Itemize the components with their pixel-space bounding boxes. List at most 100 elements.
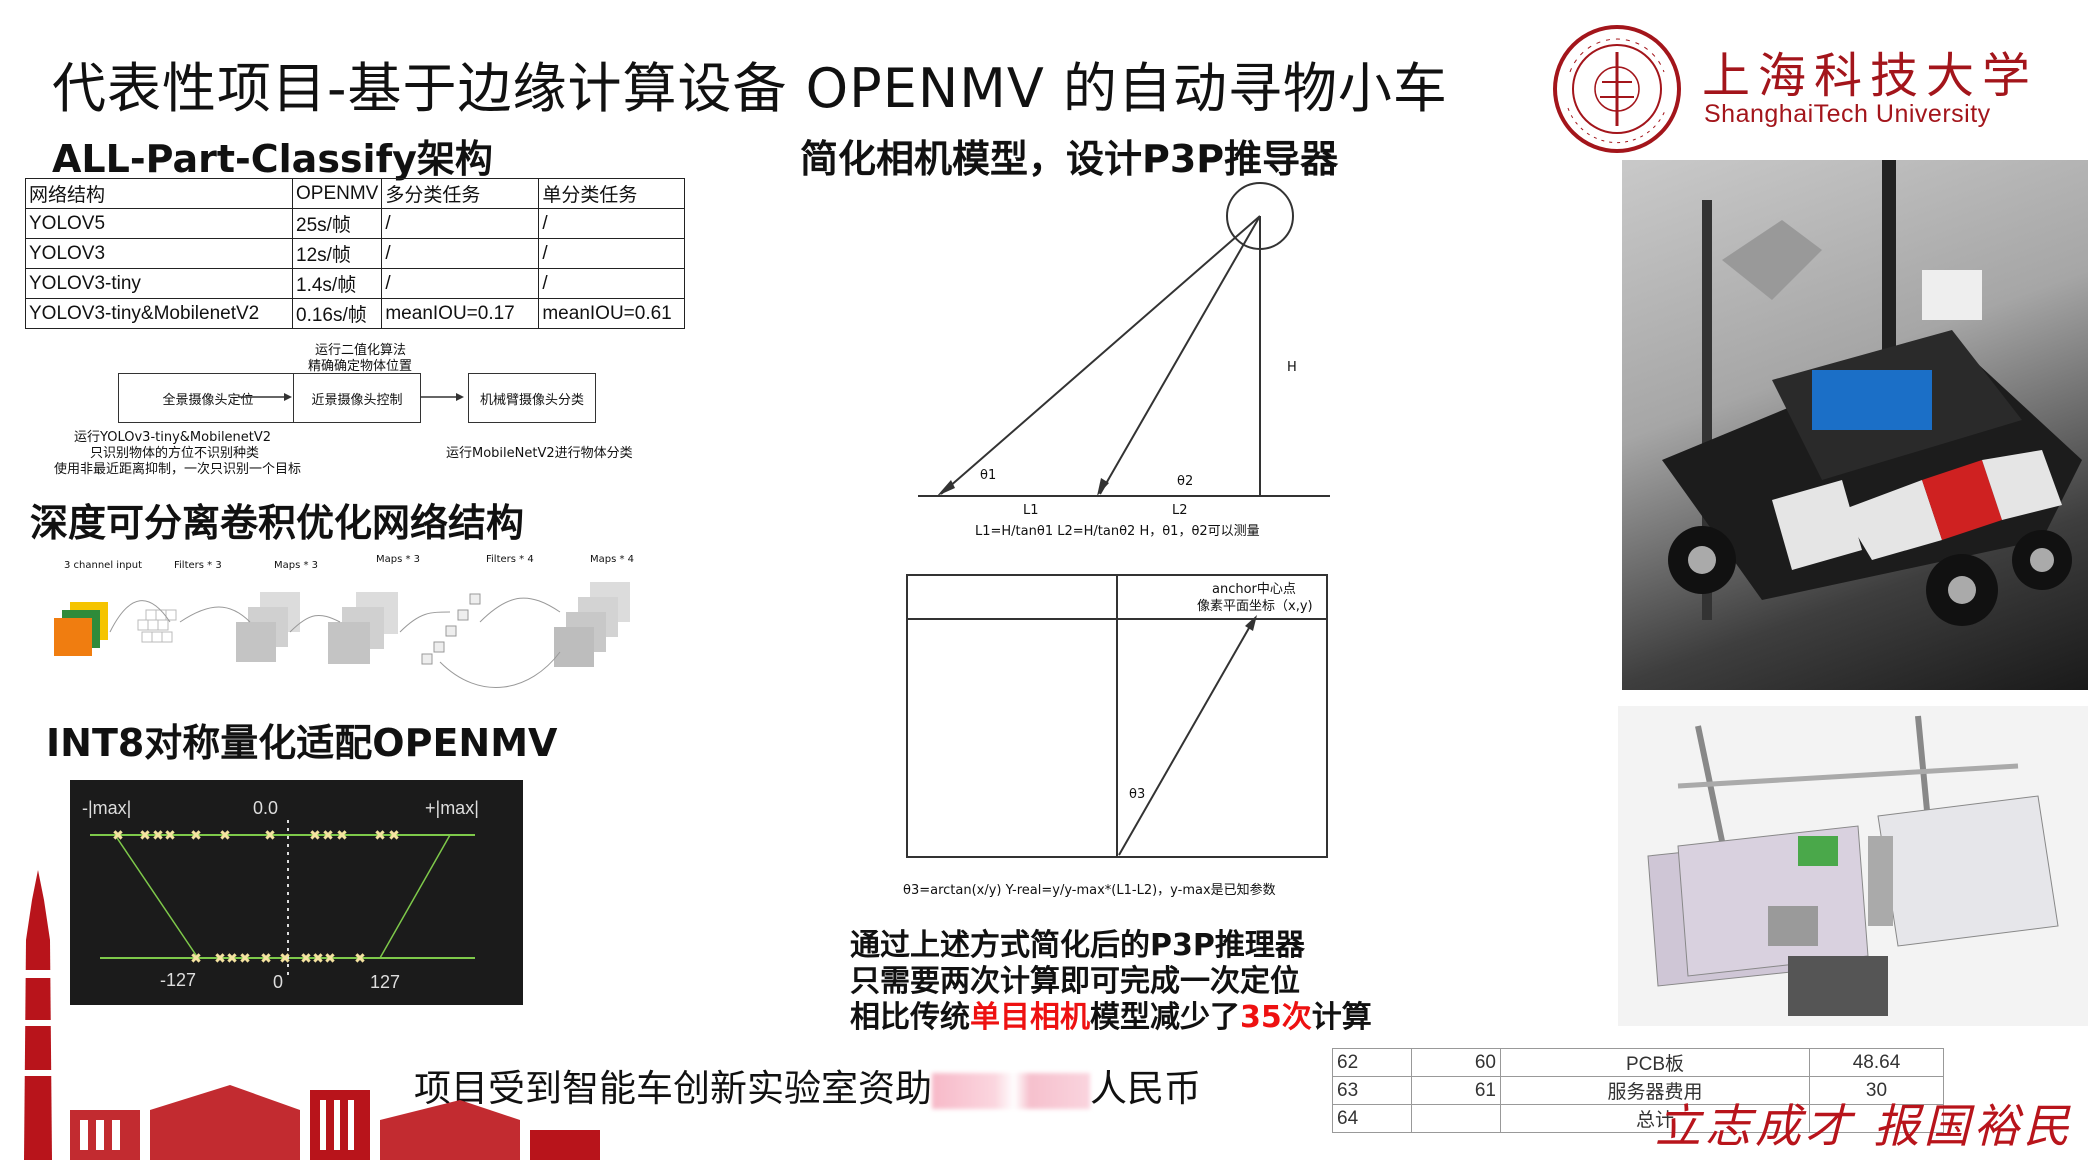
p3p-summary-line1: 通过上述方式简化后的P3P推理器 bbox=[850, 928, 1305, 963]
table-cell: YOLOV3 bbox=[25, 238, 293, 269]
university-seal-icon bbox=[1553, 25, 1681, 153]
quant-label-zero-bottom: 0 bbox=[273, 972, 284, 992]
p3p-summary: 通过上述方式简化后的P3P推理器 只需要两次计算即可完成一次定位 相比传统单目相… bbox=[850, 928, 1372, 1036]
flow-arrows bbox=[238, 393, 464, 401]
table-cell: 61 bbox=[1411, 1076, 1501, 1105]
svg-text:✖: ✖ bbox=[226, 951, 238, 967]
p3p-summary-line2: 只需要两次计算即可完成一次定位 bbox=[850, 964, 1300, 999]
robot-car-photo bbox=[1622, 160, 2088, 690]
table-cell: / bbox=[538, 238, 685, 269]
funding-amount-redacted bbox=[932, 1072, 1090, 1109]
int8-quantization-figure: -|max| 0.0 +|max| -127 0 127 ✖✖✖✖ ✖✖✖✖ ✖… bbox=[70, 780, 523, 1005]
p3p-summary-line3-a: 相比传统 bbox=[850, 1000, 970, 1035]
svg-text:✖: ✖ bbox=[388, 828, 400, 844]
svg-text:✖: ✖ bbox=[264, 828, 276, 844]
svg-text:✖: ✖ bbox=[374, 828, 386, 844]
table-row: 64 总计 bbox=[1332, 1104, 1944, 1133]
slide-title: 代表性项目-基于边缘计算设备 OPENMV 的自动寻物小车 bbox=[52, 57, 1448, 120]
budget-table: 62 60 PCB板 48.64 63 61 服务器费用 30 64 总计 bbox=[1332, 1048, 1944, 1133]
table-cell: / bbox=[538, 208, 685, 239]
pixel-anchor-label-line2: 像素平面坐标（x,y) bbox=[1197, 599, 1313, 614]
funding-statement: 项目受到智能车创新实验室资助 人民币 bbox=[414, 1058, 1201, 1112]
p3p-summary-highlight-count: 35次 bbox=[1240, 1000, 1312, 1035]
table-cell: meanIOU=0.61 bbox=[538, 298, 685, 329]
table-row: 62 60 PCB板 48.64 bbox=[1332, 1048, 1944, 1077]
funding-text-a: 项目受到智能车创新实验室资助 bbox=[414, 1067, 932, 1110]
p3p-summary-line3-b: 模型减少了 bbox=[1090, 1000, 1240, 1035]
p3p-pixel-plane-diagram: anchor中心点 像素平面坐标（x,y) θ3 θ3=arctan(x/y) … bbox=[903, 573, 1330, 903]
svg-text:✖: ✖ bbox=[139, 828, 151, 844]
svg-text:✖: ✖ bbox=[309, 828, 321, 844]
svg-text:✖: ✖ bbox=[322, 828, 334, 844]
p3p-formula-2: θ3=arctan(x/y) Y-real=y/y-max*(L1-L2)，y-… bbox=[903, 883, 1276, 898]
section-heading-int8-quant: INT8对称量化适配OPENMV bbox=[46, 721, 558, 765]
table-cell: meanIOU=0.17 bbox=[381, 298, 540, 329]
university-logo: 上海科技大学 ShanghaiTech University bbox=[1550, 18, 2080, 158]
table-cell: / bbox=[381, 238, 540, 269]
pixel-anchor-label-line1: anchor中心点 bbox=[1212, 582, 1296, 597]
table-row: YOLOV5 25s/帧 / / bbox=[25, 208, 685, 239]
table-row: YOLOV3 12s/帧 / / bbox=[25, 238, 685, 269]
svg-text:✖: ✖ bbox=[324, 951, 336, 967]
table-row: 63 61 服务器费用 30 bbox=[1332, 1076, 1944, 1105]
conv-label: 3 channel input bbox=[64, 560, 143, 571]
table-cell: / bbox=[538, 268, 685, 299]
logo-english-name: ShanghaiTech University bbox=[1704, 100, 1991, 128]
table-cell: 0.16s/帧 bbox=[291, 298, 383, 329]
section-heading-p3p: 简化相机模型，设计P3P推导器 bbox=[800, 137, 1339, 181]
table-cell: 12s/帧 bbox=[291, 238, 383, 269]
table-cell: 1.4s/帧 bbox=[291, 268, 383, 299]
table-row: YOLOV3-tiny&MobilenetV2 0.16s/帧 meanIOU=… bbox=[25, 298, 685, 329]
table-cell: 60 bbox=[1411, 1048, 1501, 1077]
robot-car-illustration bbox=[1662, 160, 2082, 626]
quant-label-neg127: -127 bbox=[160, 970, 197, 990]
flow-note-top-line1: 运行二值化算法 bbox=[315, 343, 407, 358]
university-motto: 立志成才 报国裕民 bbox=[1655, 1099, 2074, 1153]
pixel-label-theta3: θ3 bbox=[1129, 787, 1146, 802]
conv-label: Maps * 3 bbox=[274, 560, 319, 571]
performance-table: 网络结构 OPENMV 多分类任务 单分类任务 YOLOV5 25s/帧 / /… bbox=[25, 178, 685, 329]
p3p-label-L2: L2 bbox=[1172, 503, 1188, 518]
section-heading-depthwise-conv: 深度可分离卷积优化网络结构 bbox=[30, 501, 525, 545]
table-cell: 62 bbox=[1332, 1048, 1412, 1077]
svg-text:✖: ✖ bbox=[112, 828, 124, 844]
svg-text:✖: ✖ bbox=[190, 828, 202, 844]
table-cell: 30 bbox=[1809, 1076, 1944, 1105]
table-cell bbox=[1411, 1104, 1501, 1133]
table-cell: 63 bbox=[1332, 1076, 1412, 1105]
depthwise-conv-figure: 3 channel input Filters * 3 Maps * 3 Map… bbox=[50, 552, 650, 702]
quant-label-pos-max: +|max| bbox=[425, 798, 479, 818]
svg-text:✖: ✖ bbox=[312, 951, 324, 967]
svg-text:✖: ✖ bbox=[354, 951, 366, 967]
cad-model-render bbox=[1618, 706, 2088, 1026]
table-cell: PCB板 bbox=[1500, 1048, 1810, 1077]
svg-text:✖: ✖ bbox=[164, 828, 176, 844]
table-header-row: 网络结构 OPENMV 多分类任务 单分类任务 bbox=[25, 178, 685, 209]
table-row: YOLOV3-tiny 1.4s/帧 / / bbox=[25, 268, 685, 299]
quant-label-neg-max: -|max| bbox=[82, 798, 132, 818]
p3p-summary-highlight-monocular: 单目相机 bbox=[970, 1000, 1090, 1035]
p3p-triangle-diagram: H θ1 θ2 L1 L2 L1=H/tanθ1 L2=H/tanθ2 H，θ1… bbox=[915, 178, 1335, 539]
svg-text:✖: ✖ bbox=[152, 828, 164, 844]
svg-text:✖: ✖ bbox=[190, 951, 202, 967]
p3p-summary-line3-c: 计算 bbox=[1311, 1000, 1372, 1035]
p3p-formula-1: L1=H/tanθ1 L2=H/tanθ2 H，θ1，θ2可以测量 bbox=[975, 524, 1260, 539]
architecture-flow-diagram: 运行二值化算法 精确确定物体位置 全景摄像头定位 近景摄像头控制 近景摄像头控制… bbox=[54, 335, 660, 477]
table-cell: / bbox=[381, 208, 540, 239]
quant-mapping-lines: ✖✖✖✖ ✖✖✖✖ ✖✖✖✖ ✖✖✖✖ ✖✖✖✖ ✖✖ bbox=[90, 820, 475, 980]
table-header-cell: OPENMV bbox=[291, 178, 383, 209]
p3p-summary-line3: 相比传统单目相机模型减少了35次计算 bbox=[850, 1000, 1372, 1036]
table-header-cell: 多分类任务 bbox=[381, 178, 540, 209]
svg-text:✖: ✖ bbox=[214, 951, 226, 967]
table-cell: 总计 bbox=[1500, 1104, 1810, 1133]
quant-label-pos127: 127 bbox=[370, 972, 401, 992]
p3p-label-L1: L1 bbox=[1023, 503, 1039, 518]
section-heading-architecture: ALL-Part-Classify架构 bbox=[52, 137, 493, 181]
table-header-cell: 单分类任务 bbox=[538, 178, 685, 209]
quant-label-zero-top: 0.0 bbox=[253, 798, 279, 818]
conv-label: Filters * 4 bbox=[486, 554, 534, 565]
conv-label: Filters * 3 bbox=[174, 560, 222, 571]
funding-text-b: 人民币 bbox=[1090, 1067, 1201, 1110]
logo-chinese-name: 上海科技大学 bbox=[1702, 48, 2039, 104]
table-cell: / bbox=[381, 268, 540, 299]
